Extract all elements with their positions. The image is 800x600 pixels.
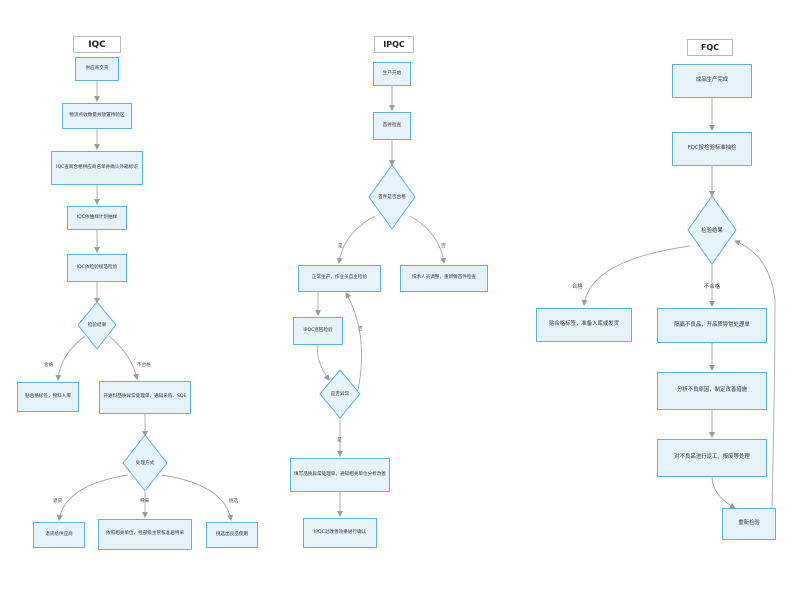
ipqc-confirm-box: IPQC对改善效果进行确认: [303, 518, 377, 548]
ipqc-title: IPQC: [374, 36, 414, 53]
ipqc-no2-label: 否: [358, 327, 363, 332]
ipqc-step-1: 生产开始: [373, 62, 411, 86]
fqc-analyze-box: 分析不良原因，制定改善措施: [657, 372, 767, 410]
iqc-pass-label: 合格: [44, 363, 54, 368]
fqc-step-1: 成品生产完成: [672, 64, 752, 98]
iqc-select-label: 挑选: [229, 499, 239, 504]
ipqc-decision-label: 首件是否合格: [378, 195, 406, 200]
iqc-select-box: 挑选出良品使用: [206, 522, 258, 548]
ipqc-step-2: 首件检查: [373, 112, 411, 140]
ipqc-arrow-yes: [336, 215, 376, 264]
fqc-arrow-pass: [581, 245, 691, 306]
iqc-step-5: IQC依检验规范检验: [67, 254, 127, 282]
iqc-title: IQC: [73, 36, 121, 53]
ipqc-normal-box: 正常生产，作业员自主检验: [298, 265, 381, 292]
fqc-title: FQC: [687, 39, 733, 56]
iqc-accept-box: 依照相关单位，经部级主管核准后特采: [98, 519, 192, 550]
ipqc-patrol-box: IPQC巡回检验: [293, 317, 343, 345]
ipqc-tech-box: 技术人员调整，重新做首件检查: [400, 265, 488, 292]
ipqc-arrow-4: [317, 344, 330, 381]
fqc-step-2: FQC按检验标准抽检: [672, 132, 752, 166]
iqc-arrow-return: [56, 474, 129, 521]
ipqc-decision2-shape: [319, 369, 361, 419]
ipqc-no-label: 否: [441, 244, 446, 249]
iqc-step-2: 物流点收数量并放置待验区: [62, 103, 132, 129]
fqc-recheck-box: 重新检验: [722, 508, 776, 540]
iqc-accept-label: 特采: [140, 499, 150, 504]
ipqc-yes2-label: 是: [337, 438, 342, 443]
fqc-decision-shape: [687, 195, 737, 265]
iqc-decision2-shape: [122, 434, 168, 492]
fqc-pass-label: 合格: [572, 284, 583, 290]
ipqc-report-box: 填写品质异常处理单，通知相关单位分析改善: [290, 458, 390, 492]
iqc-decision-label: 检验结果: [87, 323, 107, 328]
iqc-step-3: IQC查阅合格供应商名单并确认外箱标识: [51, 151, 143, 185]
ipqc-arrow-no: [409, 215, 447, 264]
iqc-pass-box: 贴合格标签，物料入库: [17, 382, 79, 412]
iqc-step-4: IQC依抽样计划抽样: [67, 206, 127, 230]
iqc-decision-shape: [77, 301, 117, 350]
iqc-return-box: 退货给供应商: [33, 522, 85, 548]
iqc-step-1: 供应商交货: [75, 57, 119, 81]
fqc-rework-box: 对不良品进行返工、报废等处理: [657, 439, 767, 477]
iqc-arrow-pass: [55, 335, 86, 381]
fqc-decision-label: 检验结果: [701, 228, 723, 234]
ipqc-arrow-no2: [345, 292, 363, 396]
iqc-arrow-select: [161, 474, 234, 521]
ipqc-decision-shape: [368, 164, 416, 230]
ipqc-decision2-label: 是否异常: [330, 392, 350, 397]
iqc-return-label: 退货: [53, 499, 63, 504]
iqc-arrow-fail: [108, 335, 139, 380]
ipqc-yes-label: 是: [338, 244, 343, 249]
iqc-decision2-label: 处理方式: [135, 461, 155, 466]
iqc-fail-label: 不合格: [137, 363, 151, 368]
fqc-arrow-loop: [734, 240, 776, 509]
iqc-fail-box: 开进料品质异常处理单，通知采购、SQE: [99, 381, 191, 414]
fqc-fail-label: 不合格: [704, 284, 721, 290]
fqc-fail-box: 隔离不良品，开品质异常处理单: [657, 308, 767, 343]
fqc-arrow-5: [711, 476, 736, 509]
fqc-pass-box: 贴合格标签，准备入库或发货: [536, 308, 632, 342]
